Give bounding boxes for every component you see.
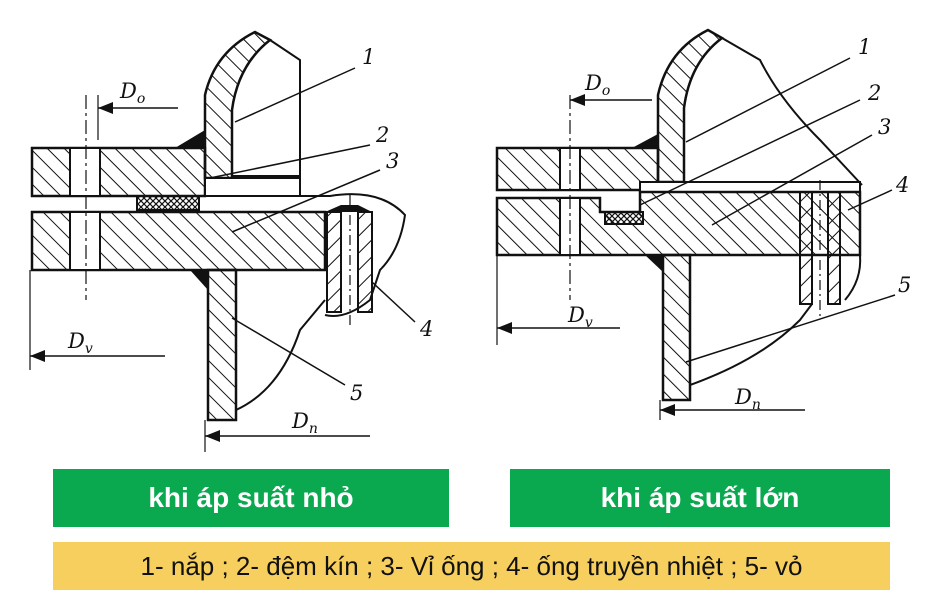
- right-number-5: 5: [898, 273, 911, 297]
- left-number-2: 2: [375, 123, 389, 147]
- left-drawing: Do Dv Dn 1 2 3 4 5: [29, 30, 433, 452]
- right-drawing: Do Dv Dn 1 2 3 4 5: [495, 28, 911, 420]
- left-tube-sheet: [30, 210, 327, 272]
- right-weld-bottom: [645, 255, 663, 272]
- right-tube: [799, 191, 813, 305]
- left-shell: [206, 268, 238, 422]
- left-number-4: 4: [419, 317, 433, 341]
- left-weld-bottom: [190, 270, 208, 290]
- left-dim-do: Do: [119, 79, 145, 107]
- left-cover-shell: [203, 30, 273, 180]
- parts-legend: 1- nắp ; 2- đệm kín ; 3- Vỉ ống ; 4- ống…: [53, 542, 890, 590]
- right-shell: [661, 253, 692, 402]
- right-number-4: 4: [895, 173, 909, 197]
- flange-drawings: Do Dv Dn 1 2 3 4 5: [29, 28, 911, 452]
- right-number-3: 3: [878, 115, 891, 139]
- left-tube: [326, 211, 342, 313]
- left-gasket: [136, 195, 200, 211]
- caption-low-pressure: khi áp suất nhỏ: [53, 469, 449, 527]
- left-top-flange: [30, 146, 207, 198]
- left-dim-dv: Dv: [67, 329, 93, 357]
- right-number-1: 1: [858, 35, 871, 59]
- right-dim-dv: Dv: [567, 303, 593, 331]
- caption-high-pressure: khi áp suất lớn: [510, 469, 890, 527]
- right-tube-sheet: [495, 190, 862, 257]
- left-number-1: 1: [362, 45, 375, 69]
- right-cover-shell: [656, 28, 725, 184]
- left-number-3: 3: [386, 149, 399, 173]
- right-gasket: [604, 211, 644, 225]
- right-weld-top: [632, 134, 658, 148]
- right-dim-dn: Dn: [734, 385, 761, 413]
- left-weld-top: [175, 130, 205, 148]
- left-dim-dn: Dn: [291, 409, 318, 437]
- left-number-5: 5: [350, 381, 363, 405]
- right-dim-do: Do: [584, 71, 610, 99]
- right-number-2: 2: [867, 81, 881, 105]
